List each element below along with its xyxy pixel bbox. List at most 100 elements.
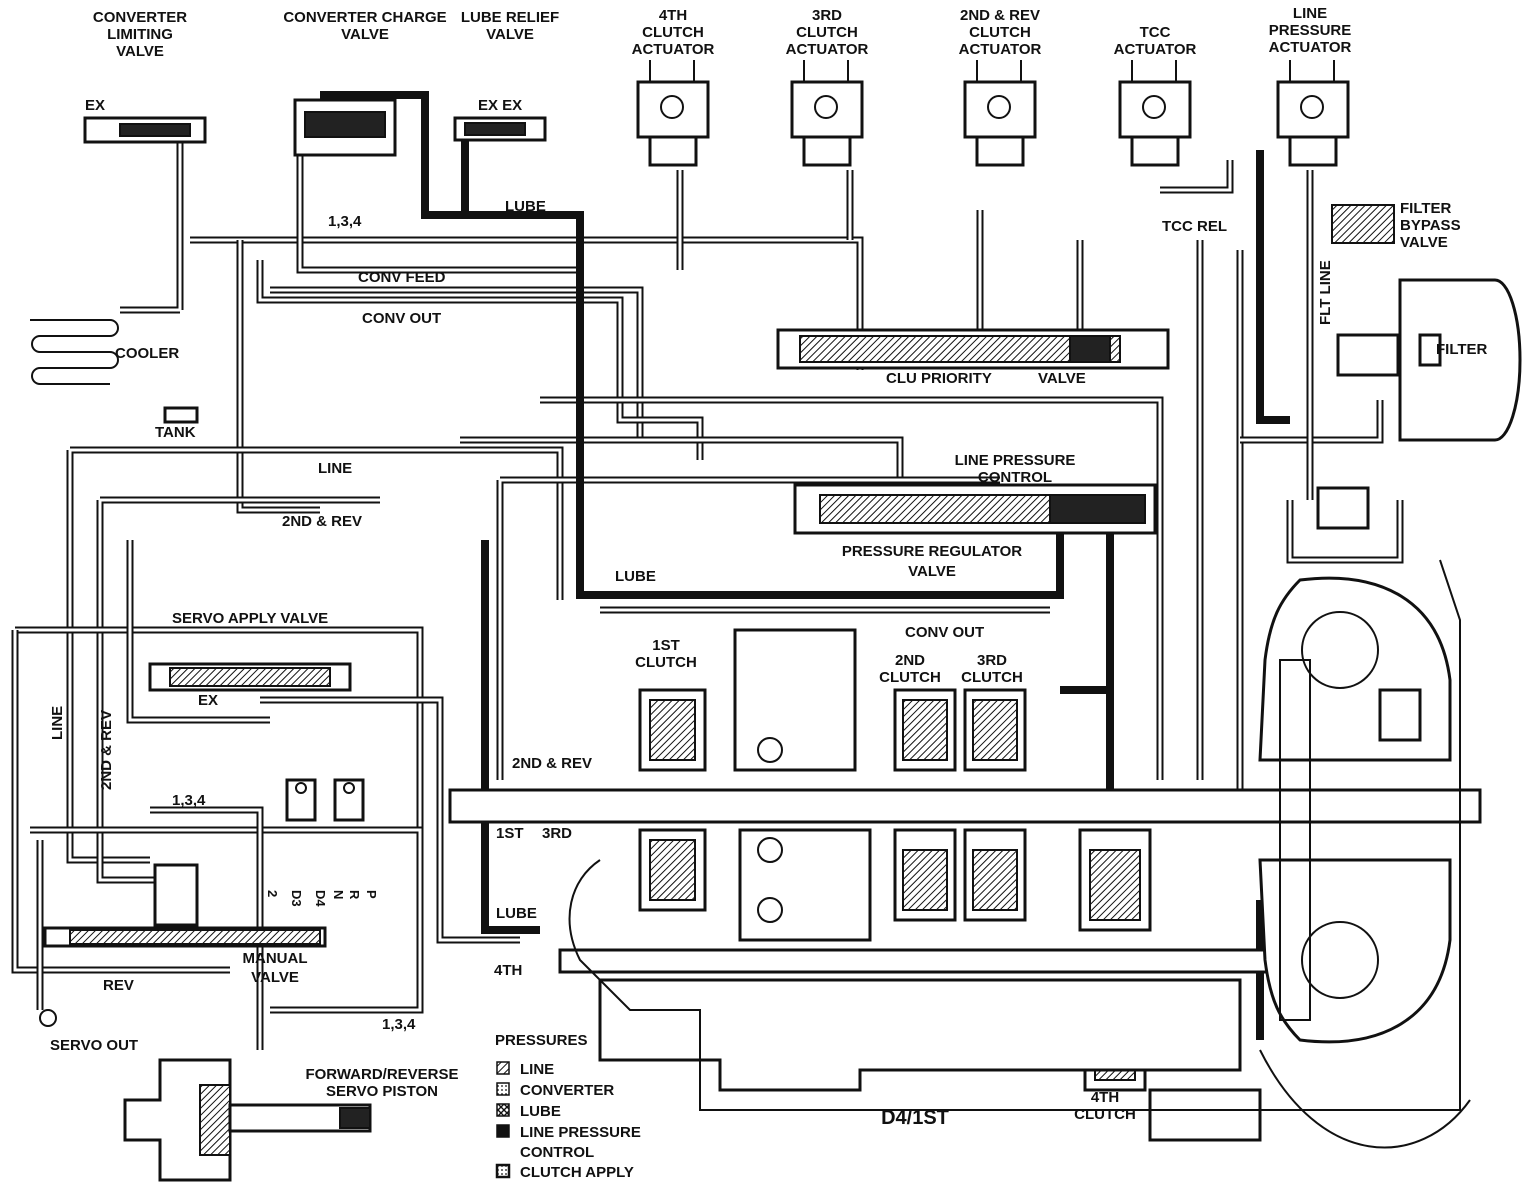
converter-charge-valve (293, 98, 397, 157)
actuator-3rd-label-1: 3RD (812, 7, 842, 24)
p134-label-c: 1,3,4 (382, 1016, 416, 1033)
manual-position-r: R (347, 890, 362, 900)
lube-label: LUBE (505, 198, 546, 215)
passage-network (11, 126, 1404, 1050)
actuator-line-pressure-label-2: PRESSURE (1269, 22, 1352, 39)
pressure-regulator-valve (793, 483, 1157, 535)
clutch-2nd-label-b: CLUTCH (879, 669, 941, 686)
pressure-regulator-valve-label: VALVE (908, 563, 956, 580)
legend-item-clutch-apply: CLUTCH APPLY (520, 1164, 634, 1181)
clu-priority-label: CLU PRIORITY (886, 370, 992, 387)
second-rev-vertical-label: 2ND & REV (98, 710, 115, 790)
cooler-label: COOLER (115, 345, 179, 362)
clu-priority-valve (776, 328, 1170, 370)
actuator-2nd-rev-label-2: CLUTCH (969, 24, 1031, 41)
manual-position-d3: D3 (289, 890, 304, 907)
lube-label-2: LUBE (615, 568, 656, 585)
actuator-line-pressure-label-3: ACTUATOR (1269, 39, 1352, 56)
servo-apply-label: SERVO APPLY VALVE (172, 610, 328, 627)
actuator-2nd-rev-label-1: 2ND & REV (960, 7, 1040, 24)
servo-out-label: SERVO OUT (50, 1037, 138, 1054)
ex-label: EX (85, 97, 105, 114)
actuator-3rd (790, 60, 864, 167)
servo-piston-label-1: FORWARD/REVERSE (305, 1066, 458, 1083)
actuator-4th (636, 60, 710, 167)
clutch-4th-label-b: CLUTCH (1074, 1106, 1136, 1123)
actuator-tcc-label-2: TCC (1140, 24, 1171, 41)
filter (1336, 278, 1522, 442)
servo-piston-label-2: SERVO PISTON (326, 1083, 438, 1100)
tank-label: TANK (155, 424, 196, 441)
legend-heading: PRESSURES (495, 1032, 588, 1049)
tcc-rel-label: TCC REL (1162, 218, 1227, 235)
clutch-1st-label-b: CLUTCH (635, 654, 697, 671)
legend-swatches (495, 1061, 511, 1179)
pressure-regulator-label: PRESSURE REGULATOR (842, 543, 1022, 560)
converter-limiting-valve (83, 116, 207, 144)
p134-label-b: 1,3,4 (172, 792, 206, 809)
diagram-title: D4/1ST (881, 1107, 949, 1129)
manual-position-d4: D4 (313, 890, 328, 907)
second-rev-label-b: 2ND & REV (512, 755, 592, 772)
transmission-cutaway (448, 559, 1482, 1149)
manual-valve-label: VALVE (251, 969, 299, 986)
conv-feed-label: CONV FEED (358, 269, 446, 286)
actuator-tcc (1118, 60, 1192, 167)
clutch-3rd-label-a: 3RD (977, 652, 1007, 669)
third-label: 3RD (542, 825, 572, 842)
forward-reverse-servo-piston (123, 1058, 372, 1182)
cooler (30, 319, 119, 385)
legend-item-control: CONTROL (520, 1144, 594, 1161)
lube-relief-valve (453, 116, 547, 142)
fourth-label: 4TH (494, 962, 522, 979)
first-label: 1ST (496, 825, 524, 842)
ex-ex-label: EX EX (478, 97, 522, 114)
legend-item-converter: CONVERTER (520, 1082, 614, 1099)
manual-valve (43, 863, 327, 948)
clutch-2nd-label-a: 2ND (895, 652, 925, 669)
conv-out-label: CONV OUT (362, 310, 441, 327)
manual-position-p: P (364, 890, 379, 899)
actuator-3rd-label-2: CLUTCH (796, 24, 858, 41)
flt-line-label: FLT LINE (1317, 260, 1334, 325)
conv-out-label-2: CONV OUT (905, 624, 984, 641)
servo-apply-valve (148, 662, 352, 692)
actuator-line-pressure (1276, 60, 1350, 167)
manual-position-2: 2 (265, 890, 280, 897)
legend-item-lube: LUBE (520, 1103, 561, 1120)
line-vertical-label: LINE (49, 706, 66, 740)
actuator-line-pressure-label-1: LINE (1293, 5, 1327, 22)
actuator-4th-label-1: 4TH (659, 7, 687, 24)
actuator-4th-label-2: CLUTCH (642, 24, 704, 41)
actuator-2nd-rev-label-3: ACTUATOR (959, 41, 1042, 58)
rev-label: REV (103, 977, 134, 994)
manual-position-n: N (331, 890, 346, 899)
manual-label: MANUAL (243, 950, 308, 967)
lube-label-3: LUBE (496, 905, 537, 922)
filter-bypass-valve (1331, 204, 1395, 244)
legend-item-line-pressure: LINE PRESSURE (520, 1124, 641, 1141)
check-ball-housings (39, 778, 365, 1027)
legend-item-line: LINE (520, 1061, 554, 1078)
second-rev-label: 2ND & REV (282, 513, 362, 530)
actuator-4th-label-3: ACTUATOR (632, 41, 715, 58)
ex-servo-label: EX (198, 692, 218, 709)
actuator-tcc-label-3: ACTUATOR (1114, 41, 1197, 58)
actuator-2nd-rev (963, 60, 1037, 167)
p134-label: 1,3,4 (328, 213, 362, 230)
clutch-3rd-label-b: CLUTCH (961, 669, 1023, 686)
actuator-3rd-label-3: ACTUATOR (786, 41, 869, 58)
filter-cup (1316, 486, 1370, 530)
clu-priority-valve-label: VALVE (1038, 370, 1086, 387)
filter-label: FILTER (1436, 341, 1488, 358)
line-label: LINE (318, 460, 352, 477)
clutch-1st-label-a: 1ST (652, 637, 680, 654)
tank (163, 406, 199, 424)
